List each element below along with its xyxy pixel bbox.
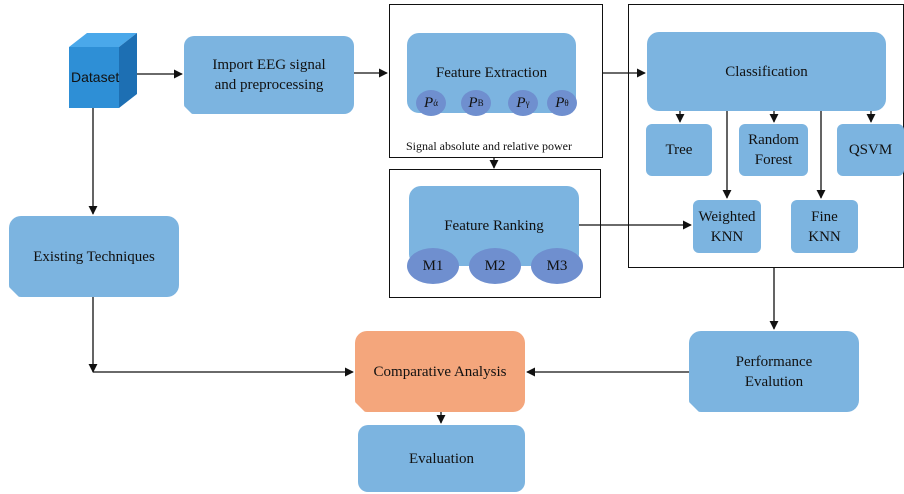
- performance-line2: Evalution: [744, 373, 804, 390]
- tree-label: Tree: [665, 142, 693, 158]
- wknn-line1: Weighted: [698, 208, 756, 225]
- existing-label: Existing Techniques: [33, 248, 155, 265]
- dataset-label: Dataset: [71, 69, 120, 85]
- performance-evaluation-box: Performance Evalution: [689, 331, 859, 412]
- import-line1: Import EEG signal: [212, 57, 326, 73]
- method-m2: M2: [469, 248, 521, 284]
- existing-techniques-box: Existing Techniques: [9, 216, 179, 297]
- performance-line1: Performance: [735, 353, 813, 370]
- feature-ranking-title: Feature Ranking: [444, 218, 544, 234]
- tree-box: Tree: [646, 124, 712, 176]
- random-forest-box: Random Forest: [739, 124, 808, 176]
- qsvm-label: QSVM: [848, 142, 893, 158]
- feature-extraction-title: Feature Extraction: [435, 65, 548, 81]
- method-m3: M3: [531, 248, 583, 284]
- evaluation-label: Evaluation: [409, 450, 474, 467]
- comparative-label: Comparative Analysis: [373, 363, 507, 380]
- import-eeg-box: Import EEG signal and preprocessing: [184, 36, 354, 114]
- qsvm-box: QSVM: [837, 124, 904, 176]
- weighted-knn-box: Weighted KNN: [693, 200, 761, 253]
- fine-knn-box: Fine KNN: [791, 200, 858, 253]
- fknn-line1: Fine: [811, 208, 838, 225]
- feature-extraction-caption: Signal absolute and relative power: [406, 139, 572, 153]
- method-m1: M1: [407, 248, 459, 284]
- classification-box: Classification: [647, 32, 886, 111]
- rf-line1: Random: [748, 132, 799, 148]
- rf-line2: Forest: [754, 152, 793, 168]
- classification-title: Classification: [725, 63, 808, 80]
- import-line2: and preprocessing: [214, 77, 324, 93]
- fknn-line2: KNN: [808, 228, 841, 245]
- comparative-analysis-box: Comparative Analysis: [355, 331, 525, 412]
- wknn-line2: KNN: [710, 228, 744, 245]
- evaluation-box: Evaluation: [358, 425, 525, 492]
